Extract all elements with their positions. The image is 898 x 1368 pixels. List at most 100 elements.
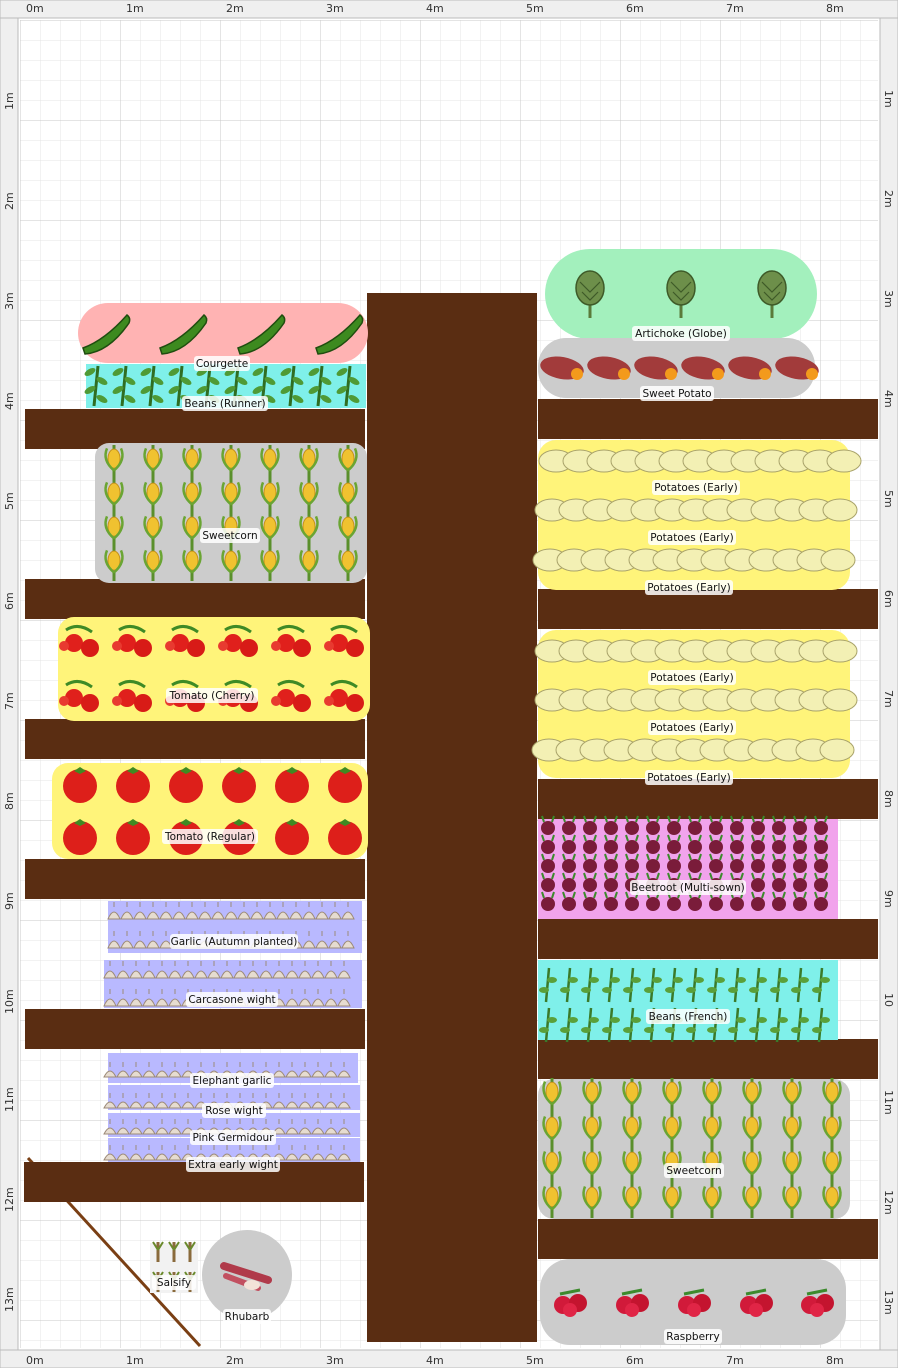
soil-path[interactable] — [25, 579, 365, 619]
garlic-icon — [315, 931, 329, 949]
sweetcorn-icon — [622, 1078, 642, 1113]
soil-path[interactable] — [25, 719, 365, 759]
label-text: Artichoke (Globe) — [635, 328, 727, 340]
ruler-label: 8m — [826, 2, 844, 15]
sweetcorn-icon — [260, 445, 280, 479]
tomato-icon — [169, 767, 203, 803]
sweetcorn-icon — [782, 1183, 802, 1218]
garlic-icon — [337, 1145, 351, 1161]
beetroot-icon — [625, 853, 639, 873]
garlic-icon — [159, 902, 173, 920]
french-bean-icon — [623, 967, 641, 1003]
bed-courgette[interactable] — [78, 303, 368, 363]
ruler-label: 0m — [26, 1354, 44, 1367]
label-text: Potatoes (Early) — [647, 772, 730, 784]
garlic-icon — [289, 902, 303, 920]
garlic-icon — [311, 961, 325, 979]
beetroot-icon — [604, 834, 618, 854]
sweetcorn-icon — [542, 1148, 562, 1183]
garlic-icon — [168, 961, 182, 979]
garlic-icon — [129, 989, 143, 1007]
ruler-label: 8m — [3, 792, 16, 810]
label-text: Beans (French) — [649, 1011, 728, 1023]
beetroot-icon — [604, 872, 618, 892]
soil-path[interactable] — [538, 399, 878, 439]
garlic-icon — [298, 1093, 312, 1109]
ruler-label: 6m — [626, 2, 644, 15]
soil-path[interactable] — [538, 919, 878, 959]
right-paths — [538, 399, 878, 1259]
sweetcorn-icon — [338, 445, 358, 479]
soil-path[interactable] — [538, 589, 878, 629]
label-rhubarb: Rhubarb — [223, 1309, 271, 1324]
label-potatoes-2: Potatoes (Early) — [648, 530, 736, 545]
garlic-icon — [146, 931, 160, 949]
ruler-label: 4m — [426, 1354, 444, 1367]
bed-potatoes-b[interactable] — [531, 630, 858, 778]
soil-path[interactable] — [538, 779, 878, 819]
garlic-icon — [285, 1062, 299, 1078]
raspberry-icon — [616, 1288, 649, 1317]
sweetcorn-icon — [143, 513, 163, 547]
sweet-potato-icon — [681, 356, 725, 380]
ruler-label: 10m — [3, 989, 16, 1014]
beetroot-icon — [793, 872, 807, 892]
tomato-icon — [275, 767, 309, 803]
bed-sweetcorn-left[interactable] — [95, 443, 367, 583]
bed-tomato-cherry[interactable] — [58, 617, 370, 721]
sweetcorn-icon — [622, 1183, 642, 1218]
sweetcorn-icon — [582, 1148, 602, 1183]
garlic-icon — [155, 989, 169, 1007]
sweet-potato-icon — [540, 356, 584, 380]
garlic-icon — [155, 961, 169, 979]
french-bean-icon — [749, 967, 767, 1003]
garlic-icon — [311, 1062, 325, 1078]
french-bean-icon — [791, 1007, 809, 1043]
label-raspberry: Raspberry — [664, 1329, 722, 1344]
beetroot-icon — [772, 834, 786, 854]
french-bean-icon — [539, 967, 557, 1003]
beetroot-icon — [793, 853, 807, 873]
garlic-icon — [103, 1119, 117, 1135]
beetroot-icon — [688, 853, 702, 873]
bed-potatoes-a[interactable] — [532, 440, 862, 590]
bed-tomato-regular[interactable] — [52, 763, 368, 859]
bed-beans-french[interactable] — [538, 960, 838, 1043]
label-text: Elephant garlic — [193, 1075, 272, 1087]
sweetcorn-icon — [143, 547, 163, 581]
tomato-icon — [328, 767, 362, 803]
ruler-label: 3m — [326, 2, 344, 15]
beetroot-icon — [667, 834, 681, 854]
garlic-icon — [116, 1062, 130, 1078]
garlic-icon — [285, 989, 299, 1007]
soil-path[interactable] — [25, 859, 365, 899]
artichoke-icon — [575, 270, 605, 318]
tomato-icon — [116, 767, 150, 803]
soil-path[interactable] — [25, 1009, 365, 1049]
bed-rhubarb[interactable] — [202, 1230, 292, 1320]
central-path[interactable] — [367, 293, 537, 1342]
french-bean-icon — [770, 967, 788, 1003]
soil-path[interactable] — [538, 1039, 878, 1079]
beetroot-icon — [541, 891, 555, 911]
beetroot-icon — [541, 853, 555, 873]
soil-path[interactable] — [538, 1219, 878, 1259]
bed-sweet-potato[interactable] — [538, 338, 821, 398]
bed-sweetcorn-right[interactable] — [538, 1078, 850, 1219]
sweetcorn-icon — [104, 547, 124, 581]
sweetcorn-icon — [702, 1078, 722, 1113]
garlic-icon — [172, 902, 186, 920]
garlic-icon — [324, 1119, 338, 1135]
bed-raspberry[interactable] — [540, 1259, 846, 1345]
label-text: Carcasone wight — [188, 994, 275, 1006]
raspberry-icon — [801, 1288, 834, 1317]
garlic-icon — [142, 961, 156, 979]
beetroot-icon — [730, 834, 744, 854]
label-text: Garlic (Autumn planted) — [171, 936, 298, 948]
soil-path[interactable] — [25, 409, 365, 449]
ruler-label: 7m — [882, 690, 895, 708]
label-text: Rhubarb — [225, 1311, 270, 1323]
bed-artichoke[interactable] — [545, 249, 817, 339]
bed-beetroot[interactable] — [538, 815, 838, 919]
